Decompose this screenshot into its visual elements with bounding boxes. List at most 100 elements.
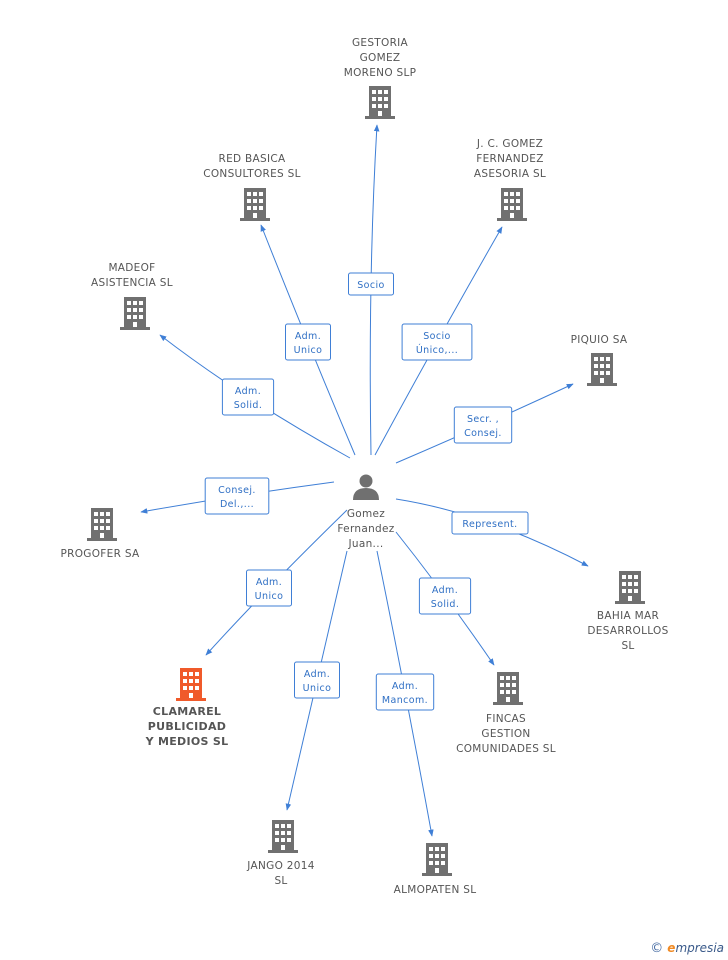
edge-jango: Adm. Unico — [285, 550, 348, 811]
company-name-line[interactable]: FERNANDEZ — [476, 153, 543, 165]
edge-label-text: Adm. — [235, 386, 261, 397]
company-node-gestoria[interactable]: GESTORIA GOMEZ MORENO SLP — [344, 37, 417, 119]
company-node-bahia-mar[interactable]: BAHIA MAR DESARROLLOS SL — [587, 571, 668, 652]
company-name-line[interactable]: PUBLICIDAD — [148, 720, 226, 733]
company-name-line[interactable]: ASISTENCIA SL — [91, 277, 173, 289]
center-person[interactable]: GomezFernandezJuan... — [337, 474, 394, 551]
building-icon[interactable] — [615, 571, 645, 604]
person-name-line[interactable]: Fernandez — [337, 523, 394, 535]
edge-label-text: Unico — [303, 683, 332, 694]
edge-label-text: Mancom. — [382, 695, 428, 706]
company-name-line[interactable]: J. C. GOMEZ — [476, 138, 543, 150]
edge-label-text: Represent. — [462, 519, 517, 530]
edge-progofer: Consej. Del.,... — [140, 477, 335, 515]
edge-label-text: Único,... — [416, 344, 458, 356]
company-name-line[interactable]: SL — [274, 875, 287, 887]
company-name-line[interactable]: BAHIA MAR — [597, 610, 659, 622]
company-name-line[interactable]: SL — [621, 640, 634, 652]
company-name-line[interactable]: DESARROLLOS — [587, 625, 668, 637]
company-node-almopaten[interactable]: ALMOPATEN SL — [394, 843, 477, 896]
edge-label-text: Adm. — [256, 577, 282, 588]
edge-clamarel: Adm. Unico — [205, 509, 348, 656]
company-node-fincas[interactable]: FINCAS GESTION COMUNIDADES SL — [456, 672, 556, 755]
edge-label-text: Adm. — [304, 669, 330, 680]
company-name-line[interactable]: CONSULTORES SL — [203, 168, 301, 180]
edge-almopaten: Adm. Mancom. — [375, 550, 435, 837]
edge-label-box-almopaten[interactable] — [375, 673, 435, 711]
edge-label-box-gestoria[interactable] — [348, 272, 394, 296]
company-node-jc-gomez[interactable]: J. C. GOMEZ FERNANDEZ ASESORIA SL — [474, 138, 546, 221]
edge-label-text: Del.,... — [220, 499, 254, 510]
building-icon[interactable] — [365, 86, 395, 119]
edge-label-text: Secr. , — [467, 414, 499, 425]
building-icon[interactable] — [493, 672, 523, 705]
company-name-line[interactable]: PROGOFER SA — [61, 548, 140, 560]
edge-label-box-bahia-mar[interactable] — [451, 511, 529, 535]
brand-logo-text: mpresia — [675, 941, 724, 955]
edge-label-text: Socio — [423, 331, 451, 342]
building-icon[interactable] — [587, 353, 617, 386]
building-icon[interactable] — [87, 508, 117, 541]
company-name-line[interactable]: JANGO 2014 — [246, 860, 314, 872]
company-name-line[interactable]: GOMEZ — [360, 52, 401, 64]
building-icon[interactable] — [120, 297, 150, 330]
nodes-layer: GESTORIA GOMEZ MORENO SLP RED BASICA CONSULT… — [61, 37, 669, 896]
company-name-line[interactable]: GESTION — [481, 728, 530, 740]
company-name-line[interactable]: ASESORIA SL — [474, 168, 546, 180]
company-node-progofer[interactable]: PROGOFER SA — [61, 508, 140, 560]
company-name-line[interactable]: FINCAS — [486, 713, 526, 725]
building-icon[interactable] — [268, 820, 298, 853]
footer-brand: ©empresia — [650, 941, 724, 956]
edge-label-text: Consej. — [218, 485, 256, 496]
building-icon[interactable] — [240, 188, 270, 221]
edge-label-box-jc-gomez[interactable] — [401, 323, 473, 361]
edges-layer: SocioAdm.UnicoSocioÚnico,...Adm.Solid.Se… — [140, 124, 589, 837]
company-name-line[interactable]: PIQUIO SA — [571, 334, 628, 346]
edge-label-box-madeof[interactable] — [221, 378, 275, 416]
edge-bahia-mar: Represent. — [395, 498, 589, 567]
company-name-line[interactable]: MORENO SLP — [344, 67, 417, 79]
company-node-piquio[interactable]: PIQUIO SA — [571, 334, 628, 386]
edge-jc-gomez: SocioÚnico,... — [374, 226, 503, 456]
edge-label-text: Unico — [255, 591, 284, 602]
edge-label-box-jango[interactable] — [294, 661, 340, 699]
edge-label-box-piquio[interactable] — [453, 406, 513, 444]
company-node-red-basica[interactable]: RED BASICA CONSULTORES SL — [203, 153, 301, 221]
company-name-line[interactable]: MADEOF — [108, 262, 155, 274]
company-name-line[interactable]: RED BASICA — [218, 153, 286, 165]
edge-fincas: Adm. Solid. — [395, 531, 495, 666]
edge-label-text: Unico — [294, 345, 323, 356]
edge-red-basica: Adm. Unico — [260, 224, 356, 456]
company-name-line[interactable]: ALMOPATEN SL — [394, 884, 477, 896]
person-icon[interactable] — [353, 474, 379, 501]
edge-label-text: Adm. — [392, 681, 418, 692]
company-name-line[interactable]: GESTORIA — [352, 37, 409, 49]
building-icon[interactable] — [422, 843, 452, 876]
edge-label-box-progofer[interactable] — [204, 477, 270, 515]
edge-label-box-clamarel[interactable] — [246, 569, 292, 607]
brand-logo-e: e — [667, 941, 676, 955]
building-icon[interactable] — [497, 188, 527, 221]
edge-label-text: Consej. — [464, 428, 502, 439]
edge-label-text: Adm. — [295, 331, 321, 342]
edge-gestoria: Socio — [348, 124, 394, 456]
edge-label-box-fincas[interactable] — [418, 577, 472, 615]
edge-label-text: Adm. — [432, 585, 458, 596]
edge-label-box-red-basica[interactable] — [285, 323, 331, 361]
edge-madeof: Adm. Solid. — [159, 334, 351, 459]
person-name-line[interactable]: Gomez — [347, 508, 385, 520]
company-name-line[interactable]: CLAMAREL — [153, 705, 221, 718]
person-name-line[interactable]: Juan... — [348, 538, 384, 550]
company-node-madeof[interactable]: MADEOF ASISTENCIA SL — [91, 262, 173, 330]
building-icon[interactable] — [176, 668, 206, 701]
edge-label-text: Socio — [357, 280, 385, 291]
company-node-clamarel[interactable]: CLAMAREL PUBLICIDAD Y MEDIOS SL — [145, 668, 229, 748]
edge-label-text: Solid. — [431, 599, 460, 610]
copyright-icon: © — [650, 941, 664, 956]
edge-piquio: Secr. , Consej. — [395, 383, 574, 464]
edge-label-text: Solid. — [234, 400, 263, 411]
company-name-line[interactable]: Y MEDIOS SL — [145, 735, 229, 748]
company-name-line[interactable]: COMUNIDADES SL — [456, 743, 556, 755]
